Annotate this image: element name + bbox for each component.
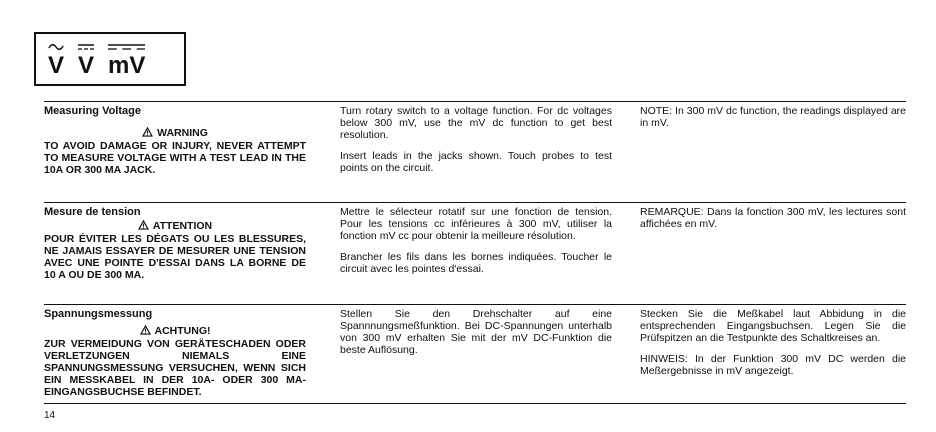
note-column: Stecken Sie die Meßkabel laut Abbidung i… bbox=[640, 308, 906, 386]
instruction-paragraph: Mettre le sélecteur rotatif sur une fonc… bbox=[340, 206, 612, 242]
instruction-paragraph: Turn rotary switch to a voltage function… bbox=[340, 105, 612, 141]
section-english: Measuring Voltage WARNING TO AVOID DAMAG… bbox=[44, 101, 906, 202]
instruction-column: Turn rotary switch to a voltage function… bbox=[340, 105, 612, 183]
instruction-column: Mettre le sélecteur rotatif sur une fonc… bbox=[340, 206, 612, 284]
dc-millivolt-symbol: mV bbox=[108, 44, 146, 78]
section-german: Spannungsmessung ACHTUNG! ZUR VERMEIDUNG… bbox=[44, 304, 906, 403]
dc-line-icon bbox=[78, 42, 95, 52]
instruction-paragraph: Insert leads in the jacks shown. Touch p… bbox=[340, 150, 612, 174]
warning-text: TO AVOID DAMAGE OR INJURY, NEVER ATTEMPT… bbox=[44, 140, 306, 176]
warning-column: Spannungsmessung ACHTUNG! ZUR VERMEIDUNG… bbox=[44, 308, 306, 398]
note-paragraph: NOTE: In 300 mV dc function, the reading… bbox=[640, 105, 906, 129]
function-symbols-box: V V mV bbox=[34, 32, 186, 86]
instruction-paragraph: Stellen Sie den Drehschalter auf eine Sp… bbox=[340, 308, 612, 356]
dc-line-icon bbox=[108, 42, 146, 52]
warning-triangle-icon bbox=[139, 325, 151, 335]
instruction-paragraph: Brancher les fils dans les bornes indiqu… bbox=[340, 251, 612, 275]
warning-triangle-icon bbox=[137, 220, 149, 230]
note-column: REMARQUE: Dans la fonction 300 mV, les l… bbox=[640, 206, 906, 239]
section-heading: Measuring Voltage bbox=[44, 105, 141, 117]
note-column: NOTE: In 300 mV dc function, the reading… bbox=[640, 105, 906, 138]
warning-text: POUR ÉVITER LES DÉGATS OU LES BLESSURES,… bbox=[44, 233, 306, 281]
warning-column: Mesure de tension ATTENTION POUR ÉVITER … bbox=[44, 206, 306, 281]
warning-title: ATTENTION bbox=[44, 220, 306, 232]
section-french: Mesure de tension ATTENTION POUR ÉVITER … bbox=[44, 202, 906, 303]
section-heading: Mesure de tension bbox=[44, 206, 141, 218]
note-paragraph: REMARQUE: Dans la fonction 300 mV, les l… bbox=[640, 206, 906, 230]
warning-triangle-icon bbox=[142, 127, 154, 137]
warning-text: ZUR VERMEIDUNG VON GERÄTESCHADEN ODER VE… bbox=[44, 338, 306, 398]
dc-voltage-symbol: V bbox=[78, 44, 95, 78]
ac-wave-icon bbox=[48, 42, 64, 52]
section-heading: Spannungsmessung bbox=[44, 308, 153, 320]
warning-title: ACHTUNG! bbox=[44, 325, 306, 337]
bottom-divider bbox=[44, 403, 906, 404]
warning-column: Measuring Voltage WARNING TO AVOID DAMAG… bbox=[44, 105, 306, 176]
warning-title: WARNING bbox=[44, 127, 306, 139]
page-number: 14 bbox=[44, 410, 56, 421]
instruction-column: Stellen Sie den Drehschalter auf eine Sp… bbox=[340, 308, 612, 365]
note-paragraph: Stecken Sie die Meßkabel laut Abbidung i… bbox=[640, 308, 906, 344]
ac-voltage-symbol: V bbox=[48, 43, 64, 78]
note-paragraph: HINWEIS: In der Funktion 300 mV DC werde… bbox=[640, 353, 906, 377]
